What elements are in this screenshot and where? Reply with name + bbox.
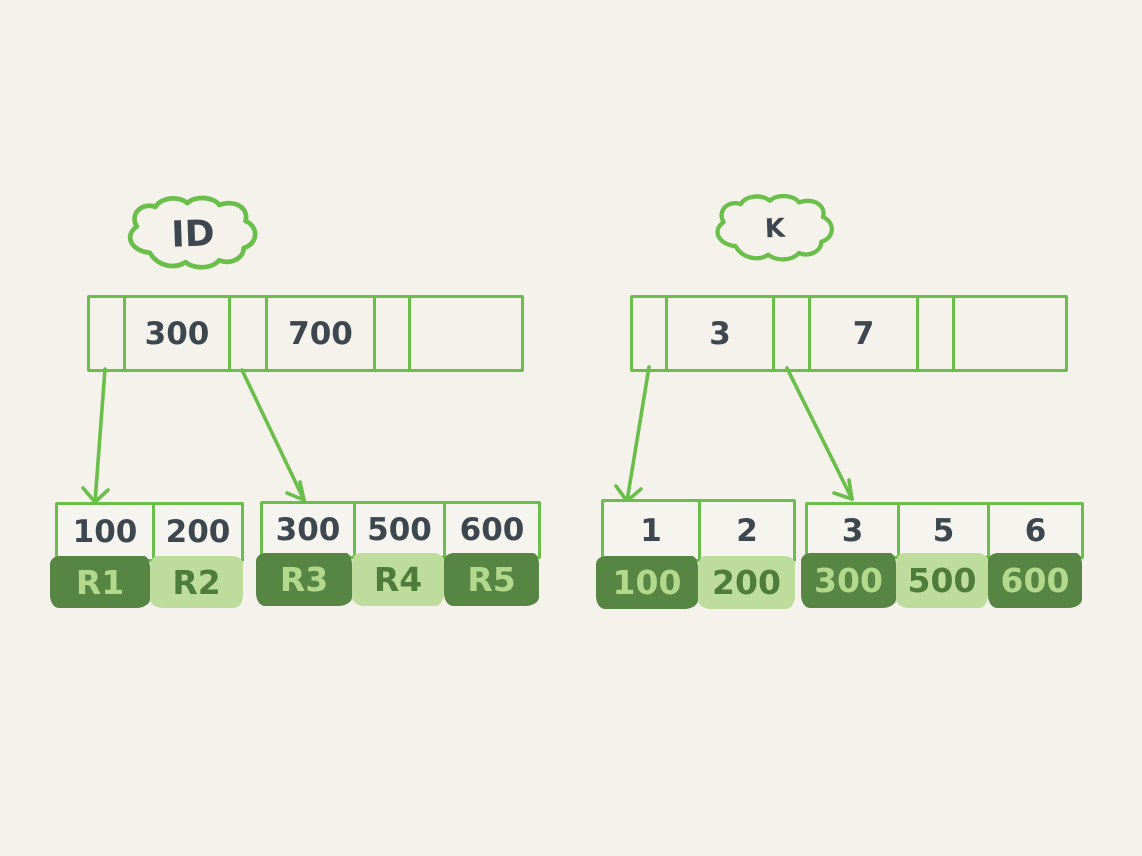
leaf-key-cell: 200	[165, 514, 231, 550]
id-leaf-1-records: R1 R2	[50, 556, 243, 608]
root-cell: 300	[126, 298, 231, 369]
leaf-key-cell: 100	[58, 505, 155, 559]
id-index-cloud: ID	[118, 194, 268, 274]
root-cell: 7	[811, 298, 919, 369]
arrow-id-leaf2	[240, 368, 306, 502]
id-leaf-node-1: 100 200	[55, 502, 244, 562]
root-cell	[633, 298, 668, 369]
arrow-id-leaf1	[81, 367, 110, 504]
id-cloud-label: ID	[170, 212, 216, 256]
k-index-cloud: K	[703, 193, 847, 265]
cloud-shape-icon	[127, 195, 258, 270]
record-block: 200	[698, 556, 795, 609]
cloud-shape-icon	[715, 193, 834, 262]
root-cell	[775, 298, 811, 369]
root-cell	[376, 298, 411, 369]
leaf-key-cell: 600	[459, 512, 525, 548]
record-block: 100	[596, 556, 698, 609]
arrow-k-leaf1	[614, 365, 651, 503]
k-cloud-label: K	[764, 213, 786, 245]
record-block: R1	[50, 556, 150, 608]
id-leaf-2-records: R3 R4 R5	[256, 553, 539, 606]
root-cell: 3	[668, 298, 775, 369]
record-block: 600	[988, 553, 1082, 608]
leaf-key-cell: 500	[356, 504, 446, 556]
k-leaf-1-records: 100 200	[596, 556, 795, 609]
record-block: R2	[150, 556, 243, 608]
root-cell	[955, 298, 1065, 369]
root-cell	[231, 298, 268, 369]
root-cell	[90, 298, 126, 369]
record-block: 500	[896, 553, 988, 608]
id-leaf-node-2: 300 500 600	[260, 501, 541, 559]
record-block: R5	[444, 553, 539, 606]
record-block: R3	[256, 553, 352, 606]
record-block: 300	[801, 553, 896, 608]
k-leaf-node-2: 3 5 6	[805, 502, 1084, 559]
leaf-key-cell: 1	[604, 502, 701, 559]
leaf-key-cell: 300	[263, 504, 356, 556]
leaf-key-cell: 5	[900, 505, 990, 556]
k-root-node: 3 7	[630, 295, 1068, 372]
root-cell	[919, 298, 955, 369]
leaf-key-cell: 3	[808, 505, 900, 556]
id-root-node: 300 700	[87, 295, 524, 372]
arrow-k-leaf2	[785, 366, 854, 501]
root-cell: 700	[268, 298, 376, 369]
leaf-key-cell: 2	[736, 512, 758, 549]
k-leaf-node-1: 1 2	[601, 499, 796, 562]
leaf-key-cell: 6	[1024, 512, 1047, 549]
k-leaf-2-records: 300 500 600	[801, 553, 1082, 608]
record-block: R4	[352, 553, 444, 606]
root-cell	[411, 298, 521, 369]
